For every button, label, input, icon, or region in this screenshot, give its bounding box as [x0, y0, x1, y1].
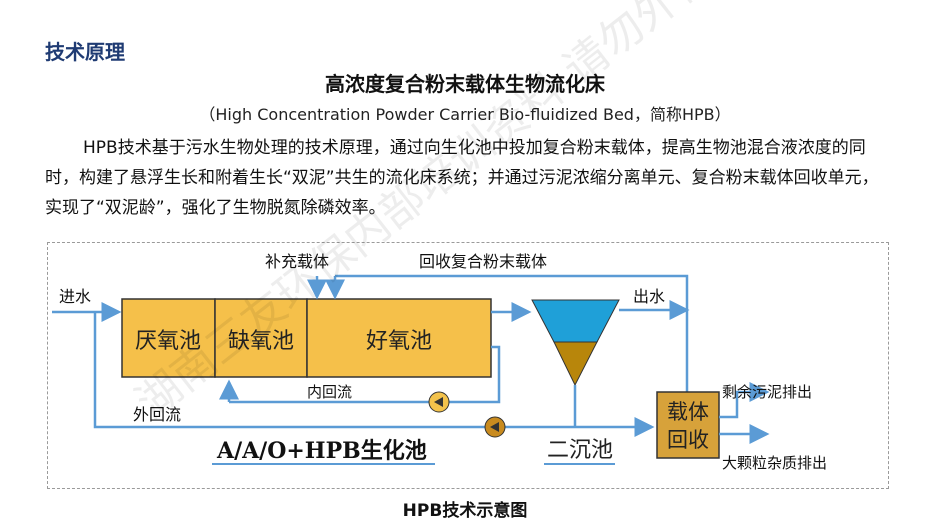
aerobic-tank [306, 298, 492, 378]
pump-arrow-icon-2 [434, 397, 443, 407]
inlet-label: 进水 [59, 287, 91, 306]
anaerobic-tank [121, 298, 216, 378]
clarifier-label: 二沉池 [547, 438, 613, 463]
recovery-label-2: 回收 [667, 428, 709, 452]
body-paragraph: HPB技术基于污水生物处理的技术原理，通过向生化池中投加复合粉末载体，提高生物池… [45, 133, 895, 223]
tank-label-anoxic: 缺氧池 [228, 329, 294, 354]
recover-carrier-label: 回收复合粉末载体 [419, 252, 547, 271]
impurities-label: 大颗粒杂质排出 [722, 454, 827, 472]
external-reflux-label: 外回流 [133, 405, 181, 424]
hpb-process-diagram: 进水 外回流 厌氧池 缺氧池 好氧池 内回流 补充载体 回收复合粉末载体 二沉池… [52, 252, 827, 472]
external-reflux-line [93, 312, 487, 429]
diagram-caption: HPB技术示意图 [402, 501, 528, 521]
excess-sludge-arrow [719, 382, 770, 419]
section-title: 技术原理 [45, 40, 125, 64]
subtitle: （High Concentration Powder Carrier Bio-f… [199, 105, 731, 124]
recovery-label-1: 载体 [667, 400, 709, 424]
pump-arrow-icon [490, 422, 499, 432]
diagram-frame [47, 242, 889, 489]
clarifier-sludge [553, 341, 598, 387]
recover-carrier-line [335, 274, 689, 392]
internal-reflux-line [447, 345, 501, 404]
clarifier-water [531, 299, 620, 343]
excess-sludge-label: 剩余污泥排出 [722, 383, 812, 401]
carrier-recovery-unit [656, 391, 720, 459]
tank-label-aerobic: 好氧池 [366, 329, 432, 354]
main-title: 高浓度复合粉末载体生物流化床 [325, 72, 605, 96]
outlet-label: 出水 [633, 287, 665, 306]
add-carrier-label: 补充载体 [265, 252, 329, 271]
anoxic-tank [214, 298, 308, 378]
paragraph-text: HPB技术基于污水生物处理的技术原理，通过向生化池中投加复合粉末载体，提高生物池… [45, 138, 879, 218]
process-name: A/A/O+HPB生化池 [216, 438, 427, 464]
internal-reflux-label: 内回流 [307, 383, 352, 401]
tank-label-anaerobic: 厌氧池 [135, 329, 201, 354]
